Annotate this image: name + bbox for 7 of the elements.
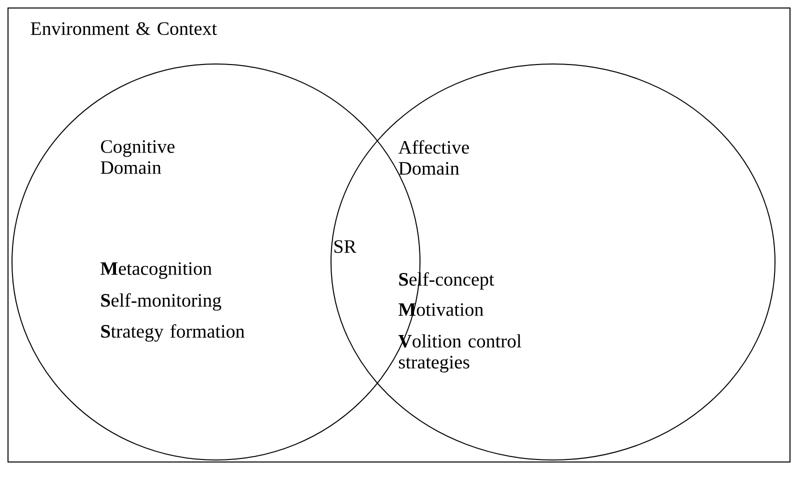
heading: Environment & Context <box>30 22 217 36</box>
list-item: Metacognition <box>100 262 212 279</box>
list-item: Strategy formation <box>101 324 244 342</box>
heading: Cognitive Domain <box>100 140 174 174</box>
overlap-label: SR <box>334 240 356 253</box>
heading: Affective Domain <box>398 140 469 175</box>
list-item: Self-monitoring <box>101 293 222 311</box>
